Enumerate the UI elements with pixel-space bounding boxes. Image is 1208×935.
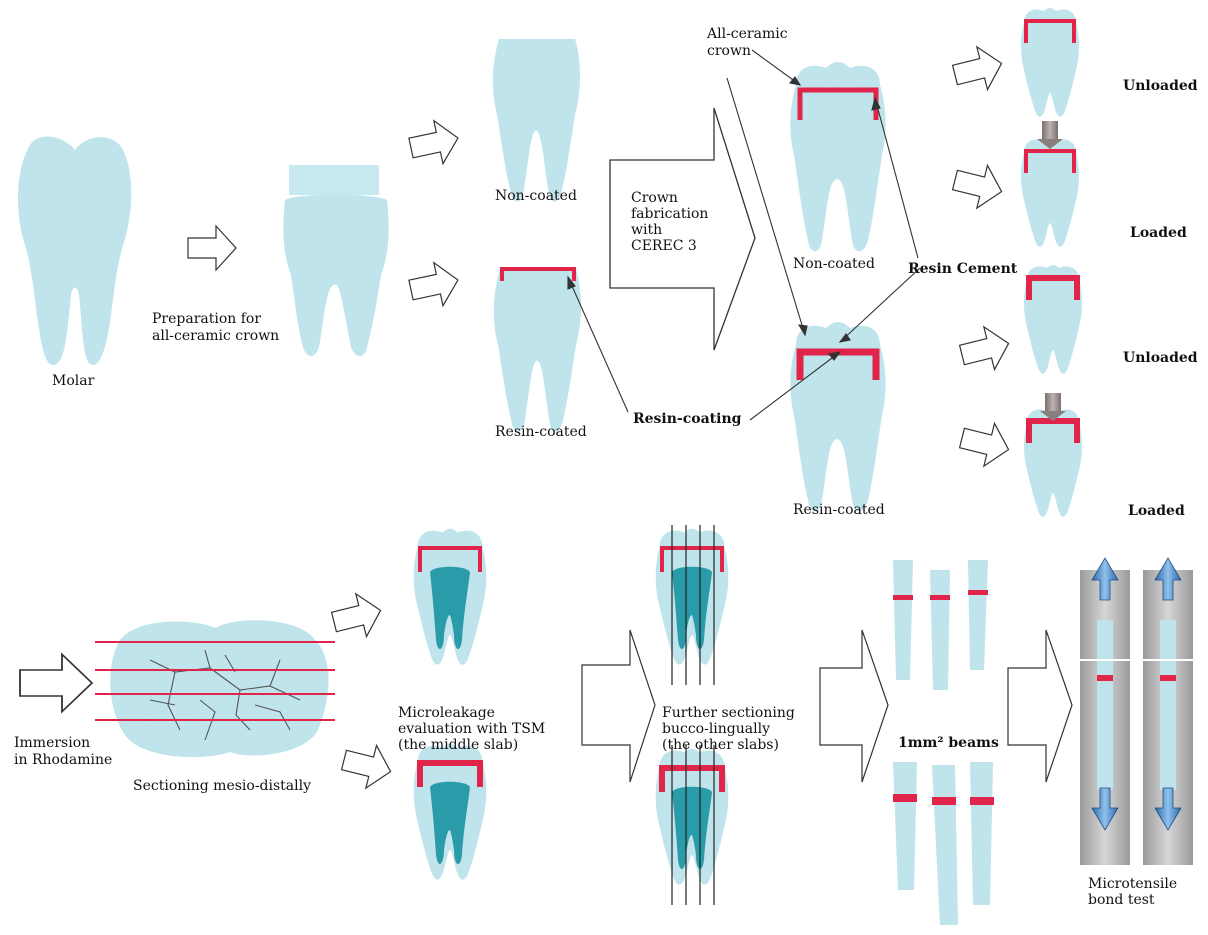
arrow-unloaded-1 [950,42,1007,96]
middle-slab-tooth [414,529,487,665]
label-resin-coated: Resin-coated [495,424,587,440]
prepared-tooth [283,165,388,356]
arrow-preparation [188,226,236,270]
arrow-to-non-coated [406,117,462,170]
label-loaded-1: Loaded [1130,225,1187,241]
label-molar: Molar [52,373,94,389]
microtensile-jig-right [1143,558,1193,865]
label-crown-fab-2: fabrication [631,206,708,222]
label-microleakage-2: evaluation with TSM [398,721,545,737]
arrow-further-sectioning [582,630,655,782]
label-further-1: Further sectioning [662,705,795,721]
label-microtensile-2: bond test [1088,892,1155,908]
molar-tooth [18,137,131,365]
label-sectioning: Sectioning mesio-distally [133,778,311,794]
label-resin-cement: Resin Cement [908,261,1017,277]
arrow-to-beams [820,630,888,782]
arrow-to-resin-coated [406,259,462,312]
label-further-2: bucco-lingually [662,721,770,737]
arrow-to-microtensile [1008,630,1072,782]
label-non-coated-crowned: Non-coated [793,256,875,272]
beams-lower [893,762,993,925]
resin-coated-tooth [494,269,581,432]
arrow-immersion [20,654,92,711]
arrow-loaded-1 [950,159,1007,213]
microtensile-jig-left [1080,558,1130,865]
label-beams: 1mm² beams [898,735,999,751]
unloaded-non-coated-tooth [1021,8,1079,117]
arrow-to-other-slabs [339,739,396,793]
arrow-loaded-2 [957,417,1014,471]
label-microleakage-1: Microleakage [398,705,495,721]
label-all-ceramic-2: crown [707,43,751,59]
label-loaded-2: Loaded [1128,503,1185,519]
label-all-ceramic-1: All-ceramic [707,26,788,42]
crowned-resin-coated-tooth [790,322,885,511]
non-coated-tooth [493,39,580,202]
sectioning-specimen [95,620,335,757]
load-piston [1042,121,1058,139]
label-resin-coating: Resin-coating [633,411,741,427]
sectioned-tooth-upper [656,525,729,685]
label-crown-fab-4: CEREC 3 [631,238,697,254]
arrow-to-middle-slab [329,589,386,643]
label-unloaded-2: Unloaded [1123,350,1198,366]
loaded-resin-coated-tooth [1024,393,1082,517]
arrow-unloaded-2 [957,322,1014,376]
label-crown-fab-1: Crown [631,190,678,206]
label-non-coated: Non-coated [495,188,577,204]
sectioned-tooth-lower [656,745,729,905]
label-crown-fab-3: with [631,222,662,238]
label-immersion-1: Immersion [14,735,90,751]
label-immersion-2: in Rhodamine [14,752,112,768]
label-resin-coated-crowned: Resin-coated [793,502,885,518]
unloaded-resin-coated-tooth [1024,265,1082,374]
label-unloaded-1: Unloaded [1123,78,1198,94]
other-slab-tooth [414,744,487,880]
label-further-3: (the other slabs) [662,737,779,753]
load-piston [1045,393,1061,411]
label-microleakage-3: (the middle slab) [398,737,518,753]
loaded-non-coated-tooth [1021,121,1079,247]
label-preparation-2: all-ceramic crown [152,328,279,344]
label-microtensile-1: Microtensile [1088,876,1177,892]
crowned-non-coated-tooth [790,62,885,251]
label-preparation-1: Preparation for [152,311,261,327]
beams-upper [893,560,988,690]
